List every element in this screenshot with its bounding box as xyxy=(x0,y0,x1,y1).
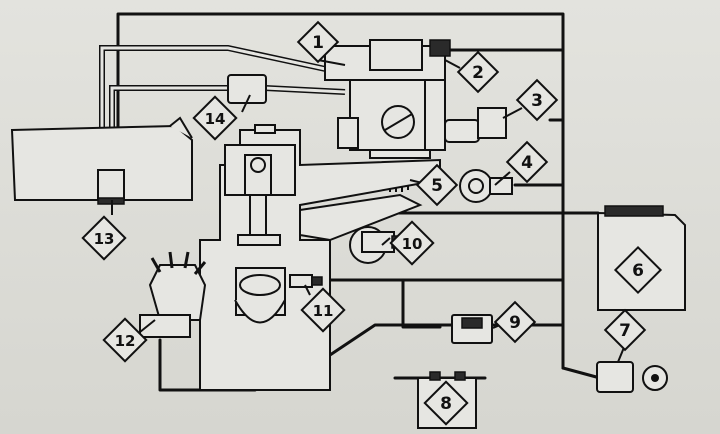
intake-manifold xyxy=(299,193,423,242)
callout-9: 9 xyxy=(493,300,537,344)
callout-2: 2 xyxy=(456,50,500,94)
callout-14: 14 xyxy=(192,95,238,141)
relay-connector xyxy=(451,314,493,344)
fuel-tank xyxy=(10,116,193,205)
leader-lines xyxy=(111,59,626,363)
callout-13: 13 xyxy=(81,215,127,261)
callout-3-label: 3 xyxy=(531,91,543,111)
callout-8-label: 8 xyxy=(440,394,452,414)
callout-1-label: 1 xyxy=(312,33,324,53)
callout-4-label: 4 xyxy=(521,153,533,173)
engine-block xyxy=(199,124,441,391)
distributor xyxy=(139,251,207,338)
callout-14-label: 14 xyxy=(205,110,226,128)
callout-11-label: 11 xyxy=(313,302,334,320)
ignition-switch xyxy=(596,361,668,393)
callout-12: 12 xyxy=(102,317,148,363)
throttle-sensor xyxy=(444,107,507,143)
callout-5: 5 xyxy=(415,163,459,207)
callout-2-label: 2 xyxy=(472,63,484,83)
air-temp-sensor xyxy=(289,274,323,288)
callout-8: 8 xyxy=(423,380,469,426)
callout-12-label: 12 xyxy=(115,332,136,350)
idle-actuator xyxy=(459,169,513,203)
callout-11: 11 xyxy=(300,287,346,333)
callout-10: 10 xyxy=(389,220,435,266)
callout-5-label: 5 xyxy=(431,176,443,196)
callout-10-label: 10 xyxy=(402,235,423,253)
callout-4: 4 xyxy=(505,140,549,184)
callout-6-label: 6 xyxy=(632,261,644,281)
throttle-body xyxy=(324,39,451,151)
callout-3: 3 xyxy=(515,78,559,122)
callout-7-label: 7 xyxy=(619,321,631,341)
callout-1: 1 xyxy=(296,20,340,64)
callout-13-label: 13 xyxy=(94,230,115,248)
callout-9-label: 9 xyxy=(509,313,521,333)
callout-6: 6 xyxy=(613,245,663,295)
callout-7: 7 xyxy=(603,308,647,352)
fuel-filter xyxy=(227,74,267,104)
